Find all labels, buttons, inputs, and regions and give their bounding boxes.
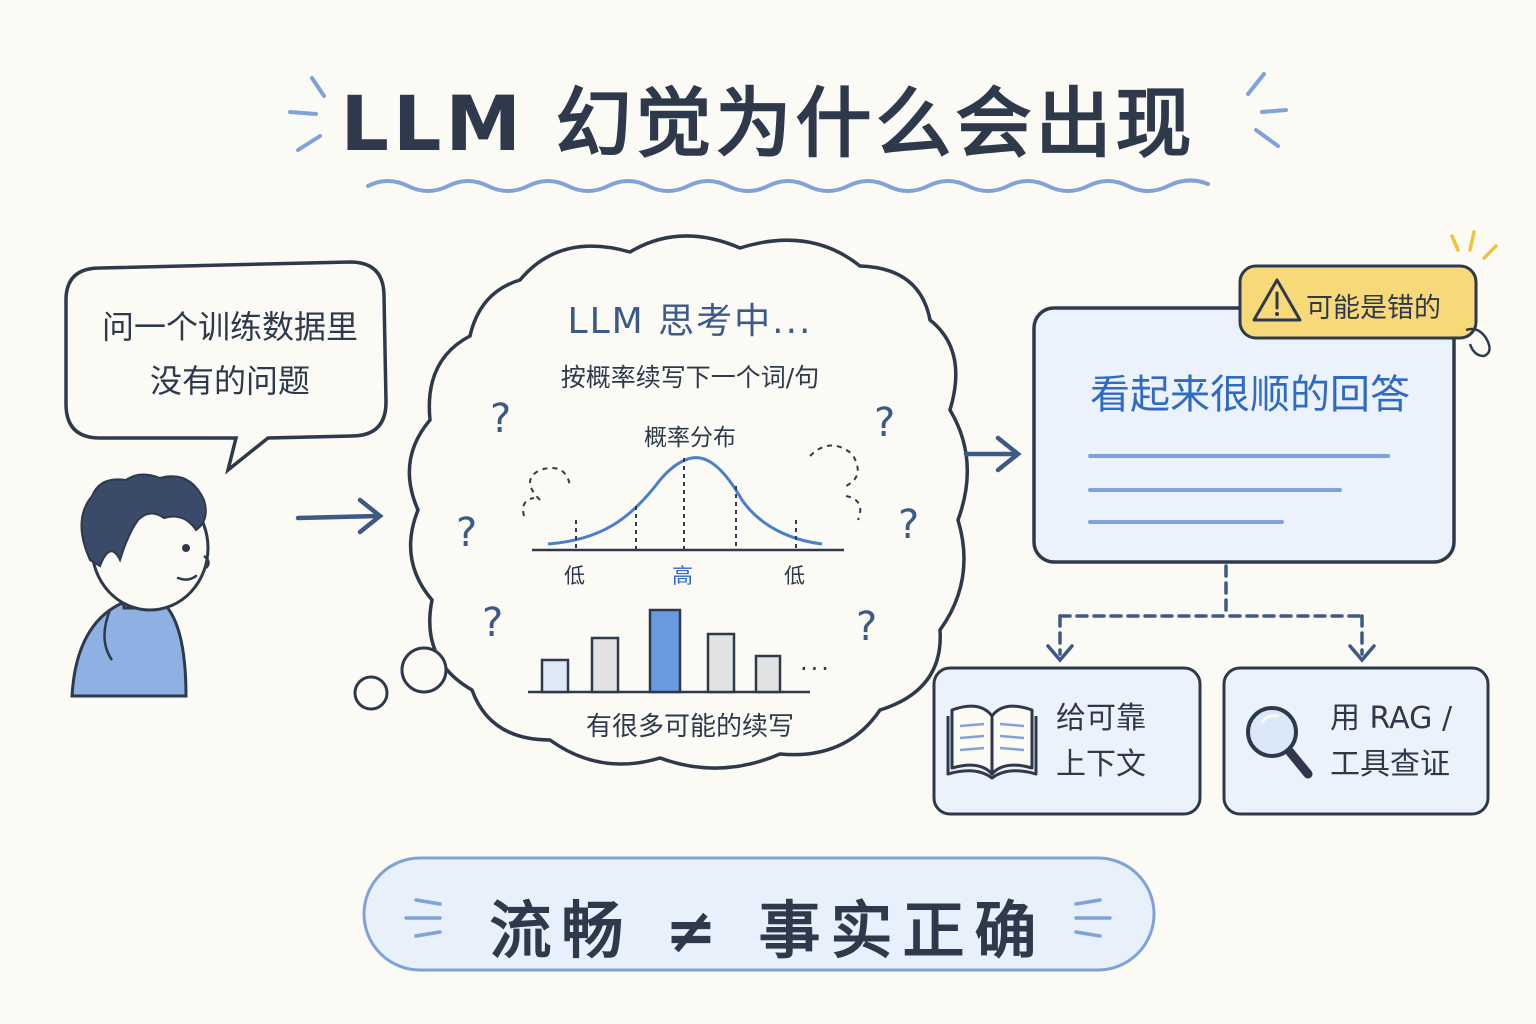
tick-low-right: 低	[784, 564, 805, 588]
warning-label: 可能是错的	[1306, 293, 1441, 324]
answer-text-lines	[1088, 454, 1390, 524]
svg-text:?: ?	[482, 600, 503, 646]
branch-arrows	[1058, 564, 1364, 656]
bar-1	[540, 658, 570, 694]
probability-distribution	[532, 456, 844, 552]
title-underline	[366, 178, 1210, 193]
svg-text:?: ?	[456, 510, 477, 556]
tick-high: 高	[672, 564, 693, 588]
distribution-curve	[547, 456, 823, 546]
thinking-subtitle: 按概率续写下一个词/句	[560, 363, 820, 392]
conclusion-text: 流畅 ≠ 事实正确	[489, 894, 1047, 967]
branch-arrowheads	[1046, 644, 1376, 663]
continuation-bars	[528, 608, 810, 694]
person-illustration	[70, 473, 210, 698]
bar-2	[590, 636, 620, 694]
page-title: LLM 幻觉为什么会出现	[340, 79, 1196, 168]
remedy-card-context	[932, 666, 1202, 816]
thought-bubble-large	[400, 646, 448, 694]
answer-text: 看起来很顺的回答	[1090, 372, 1410, 418]
tick-low-left: 低	[564, 564, 585, 588]
thinking-title: LLM 思考中...	[567, 301, 813, 342]
thought-cloud	[407, 234, 970, 770]
svg-text:?: ?	[856, 604, 877, 650]
question-line-2: 没有的问题	[149, 362, 310, 400]
svg-text:?: ?	[490, 396, 511, 442]
warning-icon	[1252, 278, 1302, 322]
title-sparkle-right	[1246, 72, 1288, 148]
svg-text:?: ?	[898, 502, 919, 548]
question-line-1: 问一个训练数据里	[101, 308, 358, 346]
remedy-context-line-1: 给可靠	[1056, 701, 1146, 736]
conclusion-banner	[362, 856, 1156, 972]
arrow-question-to-thinking	[295, 497, 384, 535]
question-text: 问一个训练数据里 没有的问题	[70, 300, 390, 408]
bar-3	[648, 608, 682, 694]
magnifier-icon	[1246, 706, 1313, 779]
speech-bubble	[64, 260, 388, 475]
remedy-context-line-2: 上下文	[1056, 747, 1146, 782]
bar-4	[706, 632, 736, 694]
remedy-rag-line-2: 工具查证	[1330, 747, 1450, 782]
remedy-card-rag	[1222, 666, 1490, 816]
banner-sparkle-left	[404, 898, 442, 938]
svg-text:?: ?	[874, 400, 895, 446]
bar-5	[754, 654, 782, 694]
arrow-thinking-to-answer	[963, 435, 1022, 473]
bars-ellipsis: ...	[800, 648, 832, 676]
warning-tag-clip	[1465, 327, 1491, 358]
question-marks: ? ? ? ? ? ?	[456, 396, 919, 650]
remedy-rag-text: 用 RAG / 工具查证	[1330, 696, 1452, 788]
warning-sparkle	[1450, 230, 1498, 260]
continuations-label: 有很多可能的续写	[585, 712, 794, 742]
distribution-label: 概率分布	[644, 425, 736, 451]
banner-sparkle-right	[1074, 898, 1112, 938]
thought-bubble-small	[353, 675, 389, 711]
dashed-swirls	[522, 444, 862, 521]
book-icon	[946, 704, 1038, 780]
title-sparkle-left	[288, 76, 326, 152]
remedy-context-text: 给可靠 上下文	[1056, 696, 1146, 788]
remedy-rag-line-1: 用 RAG /	[1330, 701, 1453, 736]
